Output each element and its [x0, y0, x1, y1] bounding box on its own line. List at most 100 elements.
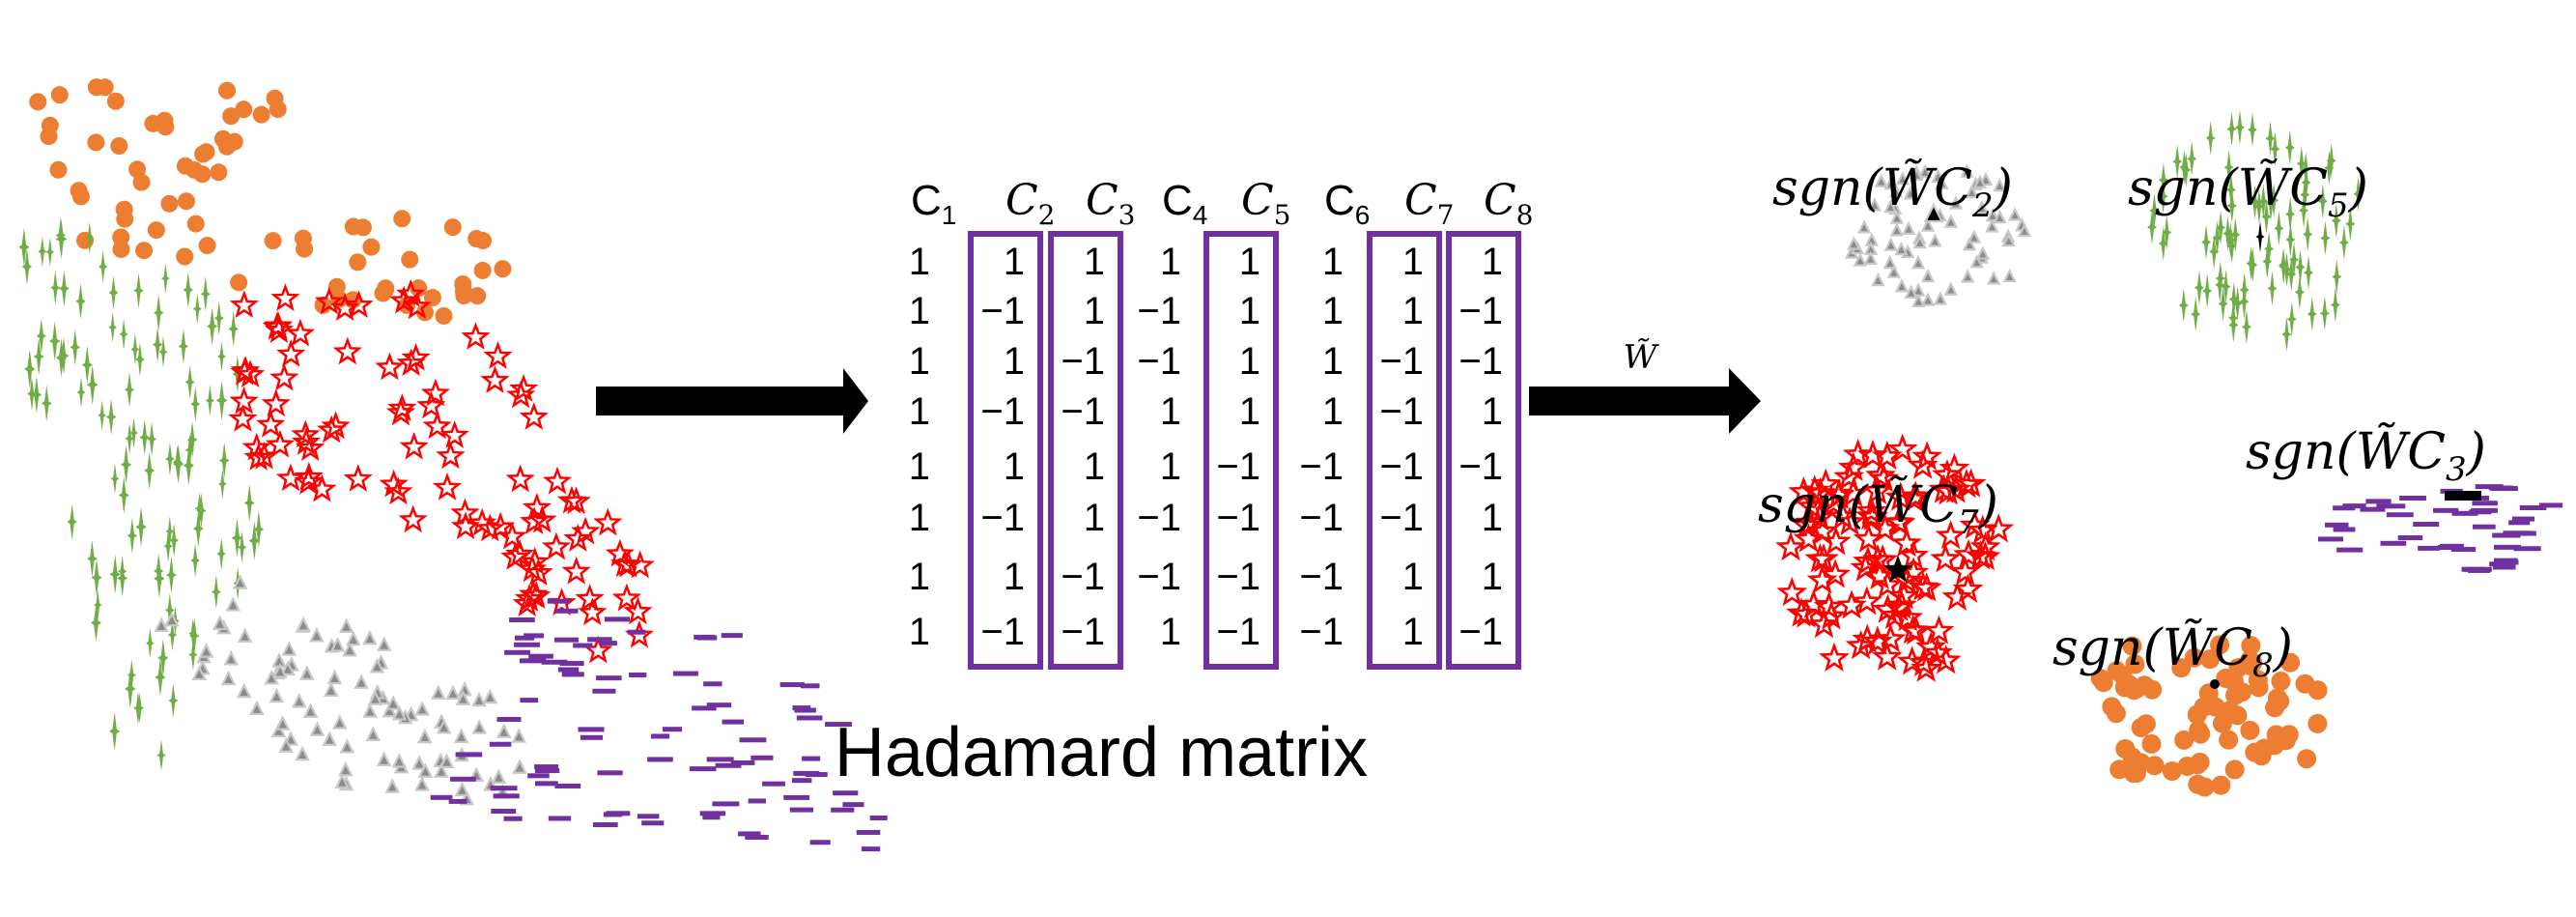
purple-dash: [696, 635, 718, 641]
gray-triangle: [280, 660, 296, 676]
c8-center-dot: [2210, 679, 2220, 689]
orange-dot: [2187, 704, 2207, 725]
purple-dash: [2413, 522, 2440, 528]
matrix-column-header: C7: [1404, 176, 1455, 231]
purple-dash: [604, 616, 631, 622]
orange-dot: [49, 160, 68, 179]
green-sparkle: [48, 321, 61, 361]
gray-triangle: [295, 745, 310, 761]
gray-triangle: [362, 629, 378, 645]
matrix-cell: 1: [1160, 445, 1181, 488]
purple-dash: [2519, 505, 2547, 511]
matrix-cell: 1: [1322, 390, 1344, 433]
gray-triangle: [1975, 245, 1991, 260]
purple-dash: [689, 766, 717, 772]
green-sparkle: [2299, 192, 2309, 228]
matrix-cell: −1: [980, 390, 1025, 433]
matrix-cell: −1: [1137, 340, 1181, 383]
matrix-cell: −1: [1061, 340, 1105, 383]
red-star: [563, 559, 589, 584]
gray-triangle: [339, 737, 355, 754]
green-sparkle: [2264, 231, 2275, 267]
gray-triangle: [1889, 210, 1905, 224]
matrix-column-header: C2: [1005, 176, 1056, 231]
orange-dot: [184, 160, 203, 179]
green-sparkle: [45, 237, 55, 268]
green-sparkle: [127, 659, 136, 691]
gray-triangle-cluster: [154, 574, 527, 806]
cluster-c3-dashes: [2317, 484, 2563, 573]
green-sparkle: [2331, 203, 2341, 239]
purple-dash: [783, 794, 810, 800]
purple-dash: [745, 834, 769, 840]
gray-triangle: [1863, 250, 1878, 266]
orange-dot: [2107, 661, 2127, 681]
input-feature-scatter: [18, 78, 888, 852]
green-sparkle: [183, 272, 194, 308]
gray-triangle: [417, 762, 434, 778]
green-sparkle: [217, 341, 226, 372]
gray-triangle: [302, 702, 319, 718]
matrix-cell: 1: [1402, 556, 1424, 598]
green-sparkle: [2253, 188, 2264, 224]
red-star: [422, 380, 448, 405]
matrix-cell: 1: [1482, 241, 1503, 283]
orange-dot: [198, 237, 216, 255]
matrix-cell: −1: [980, 611, 1025, 653]
purple-dash: [555, 608, 579, 614]
red-star: [463, 324, 489, 349]
orange-dot: [401, 250, 419, 269]
orange-dot: [468, 287, 487, 305]
green-sparkle: [169, 523, 179, 558]
gray-triangle: [1965, 184, 1979, 199]
green-sparkle: [85, 221, 95, 255]
red-star: [401, 434, 427, 458]
matrix-cell: 1: [1239, 340, 1260, 383]
purple-dash: [703, 681, 722, 687]
gray-triangle: [1962, 237, 1977, 251]
matrix-cell: 1: [909, 241, 930, 283]
green-sparkle: [2330, 287, 2340, 323]
purple-dash: [627, 629, 646, 635]
red-star: [485, 343, 511, 368]
green-sparkle: [21, 248, 33, 285]
purple-dash: [748, 798, 766, 804]
orange-dot: [2184, 647, 2204, 668]
green-sparkle: [2338, 225, 2349, 261]
gray-triangle: [225, 596, 241, 612]
purple-dash: [791, 778, 812, 784]
green-sparkle: [125, 422, 134, 455]
purple-dash: [833, 790, 859, 796]
gray-triangle: [439, 753, 455, 768]
purple-dash: [599, 641, 617, 646]
green-sparkle: [2269, 183, 2279, 218]
green-sparkle: [24, 349, 36, 389]
purple-dash: [430, 794, 453, 800]
purple-dash: [592, 688, 616, 694]
green-sparkle: [2172, 144, 2183, 180]
green-sparkle: [133, 691, 143, 726]
green-sparkle: [213, 301, 224, 336]
gray-triangle: [1986, 271, 2001, 285]
green-sparkle: [90, 603, 101, 643]
green-sparkle: [211, 575, 221, 610]
cluster-labels: sgn(W̃C2)sgn(W̃C5)sgn(W̃C3)sgn(W̃C7)sgn(…: [1758, 158, 2486, 685]
orange-dot: [2227, 705, 2248, 726]
purple-dash: [527, 773, 550, 779]
green-sparkle: [2246, 245, 2256, 281]
matrix-cell: 1: [1004, 340, 1025, 383]
red-star: [545, 469, 571, 493]
green-sparkle: [2147, 210, 2158, 245]
gray-triangle: [1948, 195, 1964, 210]
green-sparkle: [118, 476, 129, 514]
purple-dash: [557, 667, 580, 673]
red-star: [613, 585, 639, 610]
matrix-cell: −1: [980, 290, 1025, 332]
green-sparkle: [109, 711, 121, 751]
orange-dot: [160, 194, 179, 213]
green-sparkle: [155, 658, 166, 697]
green-sparkle: [108, 275, 119, 310]
matrix-cell: 1: [909, 290, 930, 332]
orange-dot: [50, 86, 69, 104]
green-sparkle: [205, 385, 214, 416]
